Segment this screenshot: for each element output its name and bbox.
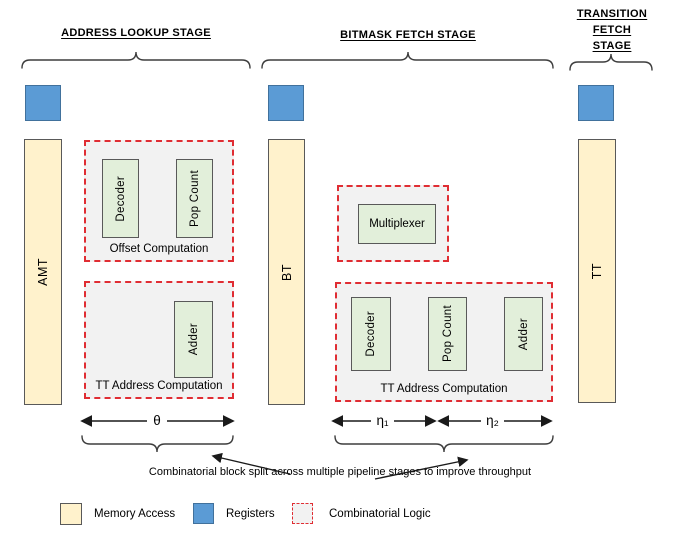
unit-adder-label: Adder [187, 323, 200, 356]
stage-header-address-lookup: ADDRESS LOOKUP STAGE [61, 27, 211, 39]
legend-memory-access-swatch [60, 503, 82, 525]
memory-bt-label: BT [279, 263, 294, 281]
stage-header-transition-fetch: TRANSITION FETCH STAGE [572, 6, 652, 54]
brace-transition-fetch-stage [569, 53, 653, 71]
combinatorial-block-tt-address-computation-right: Decoder Pop Count Adder TT Address Compu… [335, 282, 553, 402]
combinatorial-block-offset-computation: Decoder Pop Count Offset Computation [84, 140, 234, 262]
unit-multiplexer: Multiplexer [358, 204, 436, 244]
annotation-text: Combinatorial block split across multipl… [148, 466, 532, 478]
theta-label: θ [147, 413, 167, 429]
stage-header-transition-line-3: STAGE [592, 40, 632, 52]
memory-tt-label: TT [590, 262, 604, 280]
unit-pop-count-label: Pop Count [441, 305, 454, 363]
unit-pop-count-label: Pop Count [188, 169, 201, 228]
memory-tt: TT [578, 139, 616, 403]
unit-adder: Adder [504, 297, 543, 371]
register-block-2 [268, 85, 304, 121]
tt-address-computation-right-label: TT Address Computation [380, 383, 508, 395]
legend-memory-access-label: Memory Access [94, 508, 176, 520]
legend-combinatorial-logic-swatch [292, 503, 313, 524]
unit-decoder-label: Decoder [365, 311, 377, 357]
eta1-label: η₁ [371, 413, 394, 429]
stage-header-bitmask-fetch: BITMASK FETCH STAGE [340, 29, 476, 41]
brace-theta-group [81, 435, 234, 453]
unit-adder-label: Adder [517, 317, 530, 351]
memory-amt: AMT [24, 139, 62, 405]
memory-amt-label: AMT [36, 258, 50, 286]
brace-bitmask-fetch-stage [261, 51, 554, 69]
unit-decoder: Decoder [102, 159, 139, 238]
legend-registers-label: Registers [226, 508, 275, 520]
stage-header-transition-line-1: TRANSITION [576, 8, 648, 20]
unit-adder: Adder [174, 301, 213, 378]
register-block-1 [25, 85, 61, 121]
brace-eta-group [334, 435, 554, 453]
combinatorial-block-multiplexer: Multiplexer [337, 185, 449, 262]
eta2-label: η₂ [481, 413, 504, 429]
stage-header-transition-line-2: FETCH [592, 24, 632, 36]
legend-combinatorial-logic-label: Combinatorial Logic [329, 508, 431, 520]
legend-registers-swatch [193, 503, 214, 524]
tt-address-computation-left-label: TT Address Computation [95, 380, 223, 392]
register-block-3 [578, 85, 614, 121]
unit-pop-count: Pop Count [428, 297, 467, 371]
unit-multiplexer-label: Multiplexer [369, 218, 425, 230]
memory-bt: BT [268, 139, 305, 405]
unit-pop-count: Pop Count [176, 159, 213, 238]
unit-decoder-label: Decoder [114, 175, 127, 222]
combinatorial-block-tt-address-computation-left: Adder TT Address Computation [84, 281, 234, 399]
offset-computation-label: Offset Computation [109, 243, 209, 255]
unit-decoder: Decoder [351, 297, 391, 371]
brace-address-lookup-stage [21, 51, 251, 69]
